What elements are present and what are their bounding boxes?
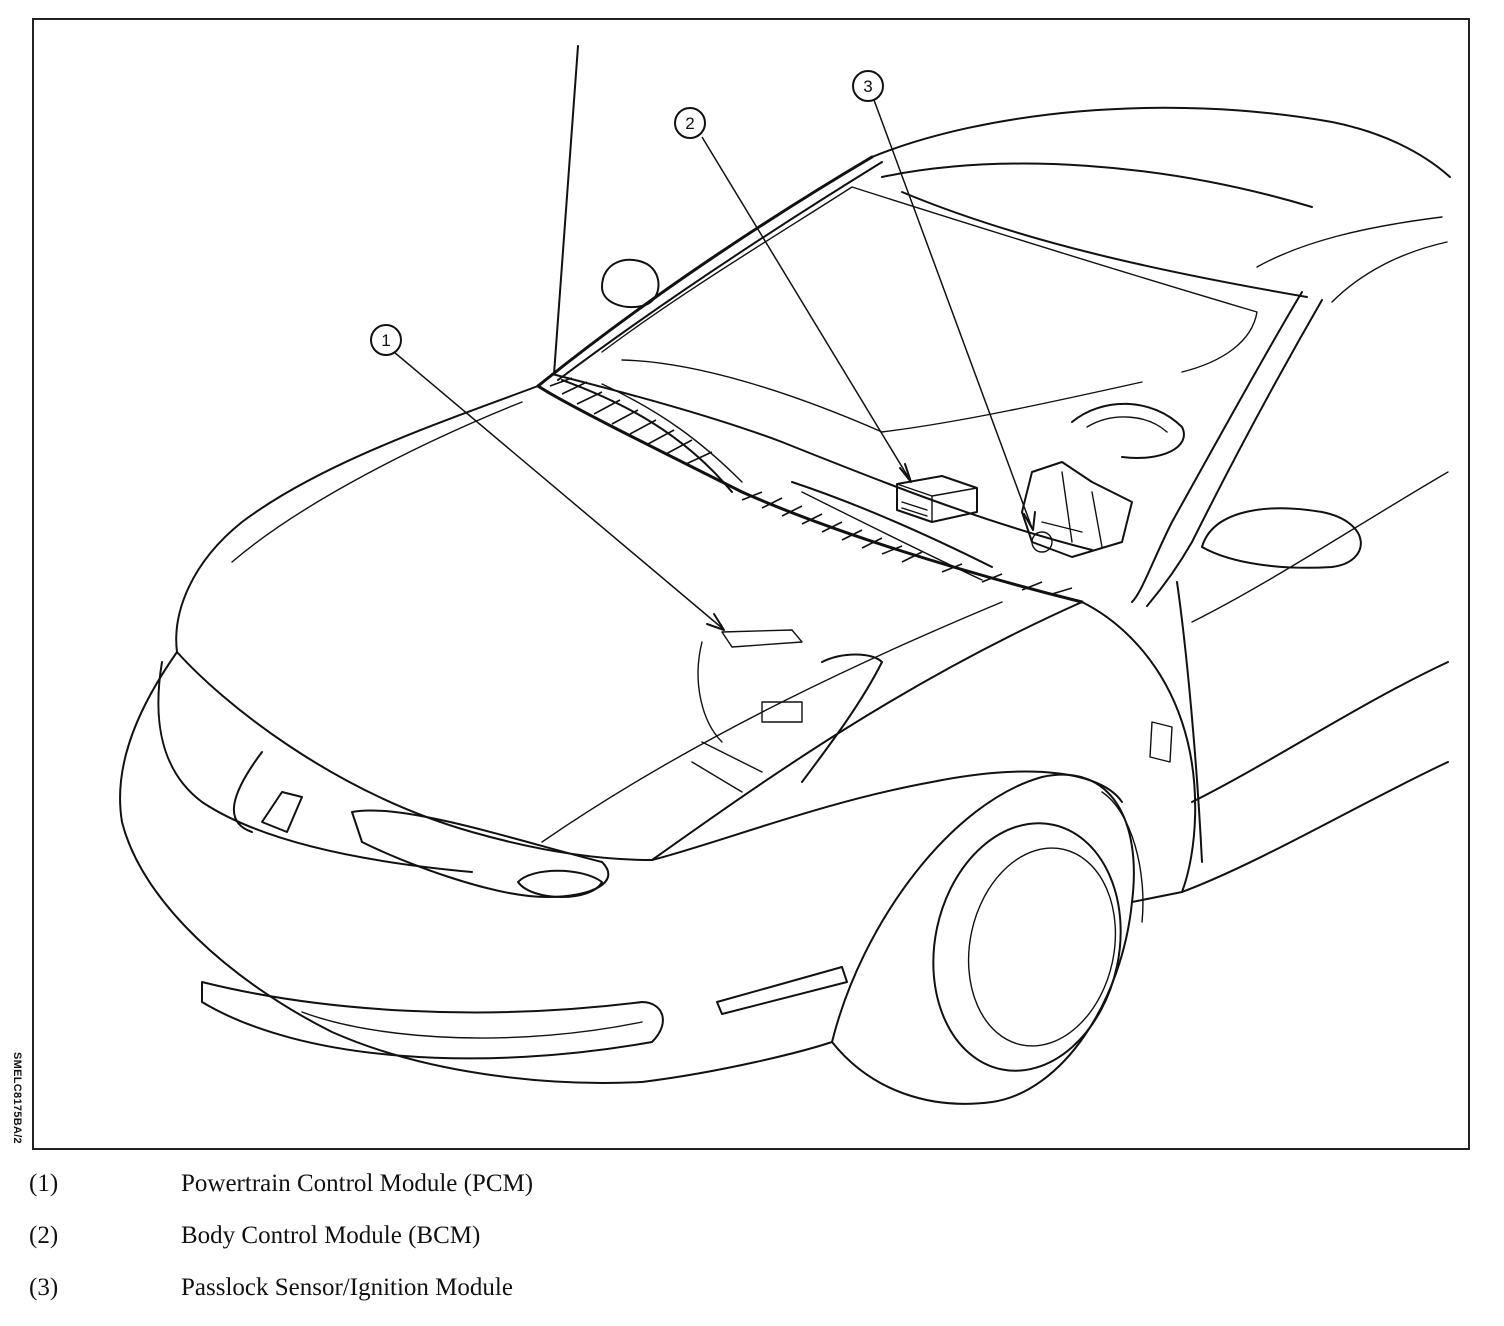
cowl	[536, 384, 1084, 604]
callout-1: 1	[370, 324, 402, 356]
callout-3: 3	[852, 70, 884, 102]
legend-number: (2)	[29, 1222, 59, 1249]
legend-label: Passlock Sensor/Ignition Module	[181, 1274, 513, 1301]
wiper-arm-left	[561, 379, 733, 493]
legend-item: (1) Powertrain Control Module (PCM)	[0, 1170, 1504, 1202]
windshield-glass	[601, 186, 1258, 373]
legend-label: Body Control Module (BCM)	[181, 1222, 481, 1249]
figure-code-text: SMELC8175BA/2	[11, 1052, 23, 1144]
badge	[261, 791, 303, 833]
front-fascia	[119, 651, 643, 1084]
legend-label: Powertrain Control Module (PCM)	[181, 1170, 534, 1197]
legend-number: (1)	[29, 1170, 59, 1197]
callout-number: 3	[863, 77, 872, 96]
callout-number: 1	[381, 331, 390, 350]
leader-3	[873, 99, 1033, 529]
steering-column	[1021, 402, 1185, 558]
callout-2: 2	[674, 107, 706, 139]
legend-number: (3)	[29, 1274, 59, 1301]
left-mirror	[601, 258, 660, 308]
wiper-arm-right	[791, 481, 993, 568]
figure-frame: 1 2 3	[32, 18, 1470, 1150]
fender	[651, 770, 1123, 861]
bcm-module	[896, 475, 978, 523]
leader-2	[701, 136, 911, 481]
hood	[175, 385, 539, 653]
headlight	[351, 809, 610, 898]
leader-1	[393, 351, 723, 629]
right-mirror	[1201, 507, 1362, 569]
legend-item: (2) Body Control Module (BCM)	[0, 1222, 1504, 1254]
callout-number: 2	[685, 114, 694, 133]
front-wheel	[831, 773, 1144, 1105]
figure-code: SMELC8175BA/2	[4, 1046, 30, 1150]
antenna	[553, 45, 579, 375]
legend-item: (3) Passlock Sensor/Ignition Module	[0, 1274, 1504, 1306]
windshield-frame	[536, 155, 874, 388]
car-line-drawing: 1 2 3	[119, 45, 1451, 1105]
